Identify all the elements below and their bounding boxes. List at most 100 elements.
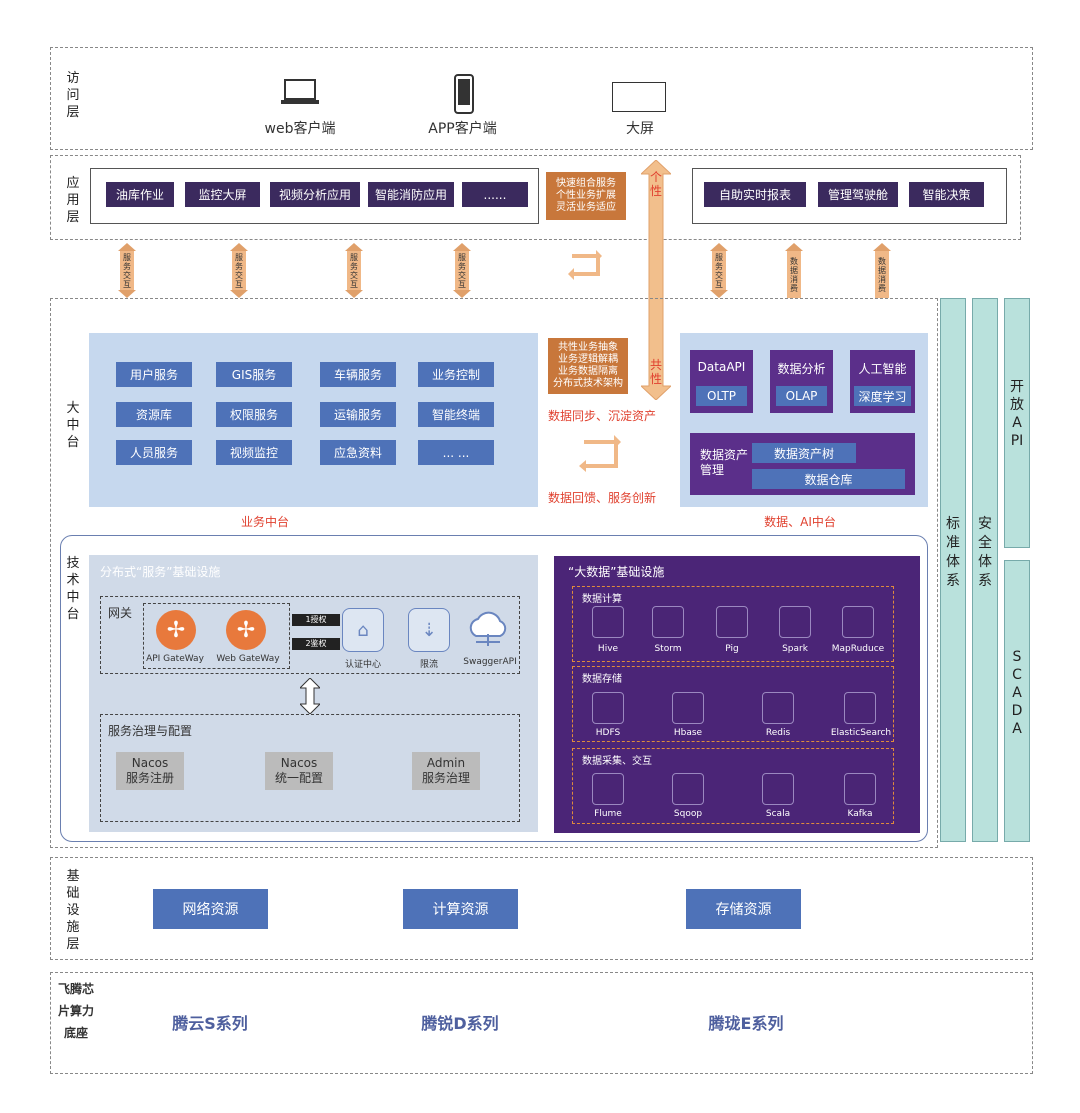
- gateway-box: [100, 596, 520, 674]
- interaction-arrow: 服务交互: [118, 243, 136, 298]
- open-api-label: 开放API: [1010, 379, 1024, 449]
- infra-layer: [50, 857, 1033, 960]
- flume-label: Flume: [594, 809, 622, 819]
- security-system-bar: [972, 298, 998, 842]
- chip-d-series: 腾锐D系列: [421, 1014, 499, 1033]
- web-client-label: web客户端: [264, 121, 336, 137]
- consumption-arrow: 数据消费: [785, 243, 803, 298]
- storage-resource[interactable]: 存储资源: [686, 889, 801, 929]
- nacos-registry-a: Nacos: [131, 756, 169, 770]
- sqoop-icon: [672, 773, 704, 805]
- collection-group: [572, 748, 894, 824]
- authorize-arrow: 1授权: [292, 614, 340, 626]
- mapreduce-icon: [842, 606, 874, 638]
- double-arrow-icon: [298, 677, 322, 715]
- biz-user-service[interactable]: 用户服务: [116, 362, 192, 387]
- gateway-inner-box: [143, 603, 290, 669]
- data-warehouse[interactable]: 数据仓库: [752, 469, 905, 489]
- hdfs-label: HDFS: [595, 728, 621, 738]
- gateway-label: 网关: [108, 606, 133, 620]
- chip-layer: [50, 972, 1033, 1074]
- admin-governance-b: 服务治理: [421, 771, 470, 785]
- kafka-icon: [844, 773, 876, 805]
- data-asset-tree[interactable]: 数据资产树: [752, 443, 856, 463]
- pig-label: Pig: [725, 644, 739, 654]
- mapreduce-label: MapRuduce: [831, 644, 885, 654]
- cycle-icon: [578, 430, 624, 476]
- app-layer-label: 应用层: [66, 176, 80, 225]
- chip-s-series: 腾云S系列: [172, 1014, 248, 1033]
- biz-vehicle-service[interactable]: 车辆服务: [320, 362, 396, 387]
- biz-personnel-service[interactable]: 人员服务: [116, 440, 192, 465]
- web-gateway-label: Web GateWay: [216, 654, 280, 664]
- data-ai-title: 数据、AI中台: [764, 515, 836, 529]
- cycle-icon: [568, 246, 604, 282]
- biz-transport-service[interactable]: 运输服务: [320, 402, 396, 427]
- screen-icon: [612, 82, 666, 112]
- big-screen-label: 大屏: [626, 121, 654, 137]
- api-gateway-label: API GateWay: [146, 654, 204, 664]
- business-middle-title: 业务中台: [240, 515, 289, 529]
- scala-icon: [762, 773, 794, 805]
- data-sync-label: 数据同步、沉淀资产: [548, 409, 657, 423]
- api-gateway-icon: ✢: [156, 610, 196, 650]
- ai-label: 人工智能: [858, 362, 907, 376]
- spark-label: Spark: [782, 644, 808, 654]
- distributed-infra-title: 分布式“服务”基础设施: [100, 565, 221, 579]
- deep-learning-tag: 深度学习: [854, 386, 911, 406]
- nacos-config-a: Nacos: [280, 756, 318, 770]
- biz-emergency-data[interactable]: 应急资料: [320, 440, 396, 465]
- app-video-analysis[interactable]: 视频分析应用: [270, 182, 360, 207]
- app-cockpit[interactable]: 管理驾驶舱: [818, 182, 898, 207]
- combo-service-box: 快速组合服务 个性业务扩展 灵活业务适应: [546, 172, 626, 220]
- personal-common-arrow: [639, 159, 673, 401]
- scala-label: Scala: [765, 809, 791, 819]
- app-monitor-screen[interactable]: 监控大屏: [185, 182, 260, 207]
- biz-resource-lib[interactable]: 资源库: [116, 402, 192, 427]
- biz-more[interactable]: ... ...: [418, 440, 494, 465]
- scada-label: SCADA: [1011, 649, 1023, 737]
- shared-logic-box: 共性业务抽象 业务逻辑解耦 业务数据隔离 分布式技术架构: [548, 338, 628, 394]
- compute-resource[interactable]: 计算资源: [403, 889, 518, 929]
- consumption-arrow: 数据消费: [873, 243, 891, 298]
- standard-system-label: 标准体系: [946, 516, 960, 589]
- compute-group-label: 数据计算: [582, 594, 622, 605]
- infra-layer-label: 基础设施层: [66, 869, 80, 952]
- hive-icon: [592, 606, 624, 638]
- app-more[interactable]: ......: [462, 182, 528, 207]
- elasticsearch-label: ElasticSearch: [830, 728, 892, 738]
- common-label: 共性: [650, 358, 663, 386]
- app-group-right: [692, 168, 1007, 224]
- pig-icon: [716, 606, 748, 638]
- interaction-arrow: 服务交互: [345, 243, 363, 298]
- middle-platform: [50, 298, 938, 848]
- app-smart-decision[interactable]: 智能决策: [909, 182, 984, 207]
- olap-tag: OLAP: [776, 386, 827, 406]
- biz-smart-terminal[interactable]: 智能终端: [418, 402, 494, 427]
- compute-group: [572, 586, 894, 662]
- interaction-arrow: 服务交互: [230, 243, 248, 298]
- network-resource[interactable]: 网络资源: [153, 889, 268, 929]
- open-api-bar: [1004, 298, 1030, 548]
- biz-permission-service[interactable]: 权限服务: [216, 402, 292, 427]
- biz-video-monitor[interactable]: 视频监控: [216, 440, 292, 465]
- hive-label: Hive: [597, 644, 619, 654]
- interaction-arrow: 服务交互: [710, 243, 728, 298]
- biz-business-control[interactable]: 业务控制: [418, 362, 494, 387]
- dataapi-label: DataAPI: [697, 360, 746, 374]
- kafka-label: Kafka: [847, 809, 873, 819]
- spark-icon: [779, 606, 811, 638]
- app-self-report[interactable]: 自助实时报表: [704, 182, 806, 207]
- tech-middle-panel: [60, 535, 928, 842]
- nacos-config-b: 统一配置: [274, 771, 323, 785]
- tech-middle-label: 技术中台: [66, 556, 80, 622]
- app-oil-depot[interactable]: 油库作业: [106, 182, 174, 207]
- biz-gis-service[interactable]: GIS服务: [216, 362, 292, 387]
- phone-icon: [454, 74, 474, 114]
- app-fire-protection[interactable]: 智能消防应用: [368, 182, 454, 207]
- rate-limit-label: 限流: [419, 660, 438, 670]
- scada-bar: [1004, 560, 1030, 842]
